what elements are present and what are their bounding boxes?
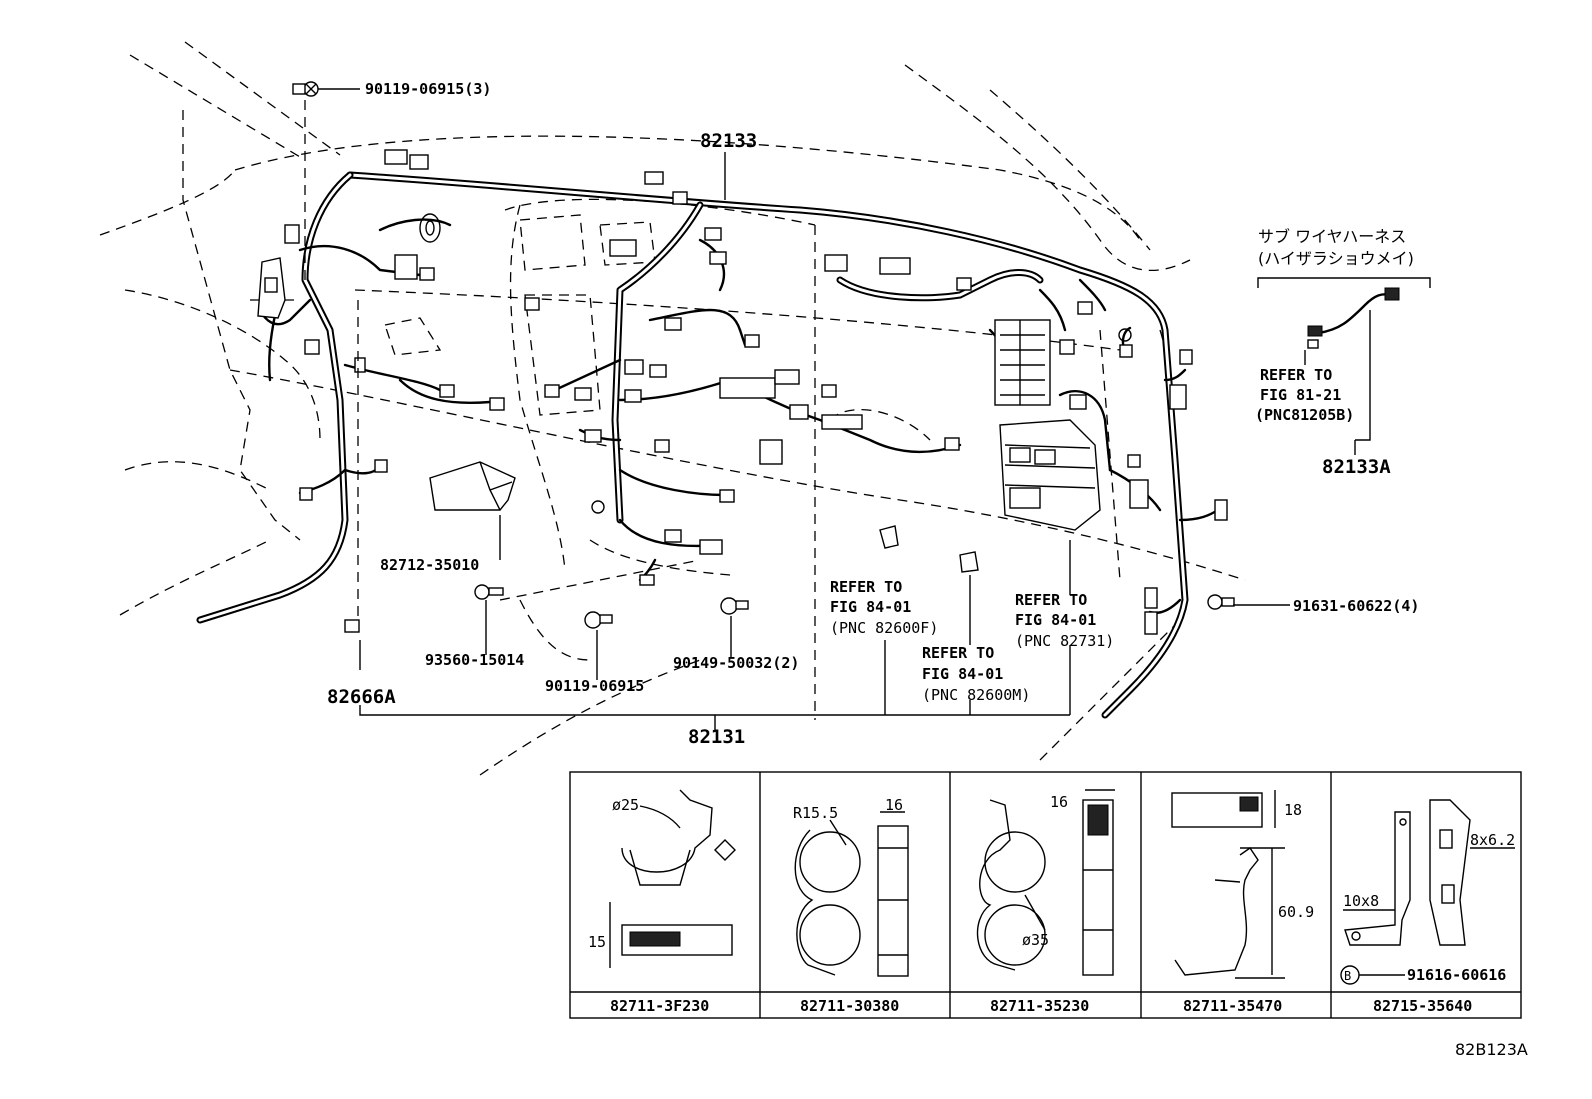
callout-bolt-right: 91631-60622(4)	[1293, 597, 1419, 615]
svg-text:10x8: 10x8	[1343, 892, 1379, 910]
bolt-icon	[1207, 594, 1235, 610]
figure-code: 82B123A	[1455, 1040, 1528, 1059]
clamp-part-5: 82715-35640	[1373, 997, 1472, 1015]
clamp-cell-1: ø25 15 82711-3F230	[588, 789, 736, 1015]
protector-cover	[429, 461, 516, 511]
svg-text:(PNC 82731): (PNC 82731)	[1015, 632, 1114, 650]
svg-text:16: 16	[1050, 793, 1068, 811]
svg-text:60.9: 60.9	[1278, 903, 1314, 921]
sub-harness-part: 82133A	[1322, 456, 1391, 478]
clamp-cell-5: 8x6.2 10x8 B 91616-60616 82715-35640	[1340, 799, 1515, 1015]
clip-icon	[591, 328, 1132, 573]
svg-text:16: 16	[885, 796, 903, 814]
clamp-part-4: 82711-35470	[1183, 997, 1282, 1015]
fasteners	[292, 81, 1235, 629]
harness-bottom-label: 82131	[688, 726, 745, 748]
svg-text:ø25: ø25	[612, 796, 639, 814]
part-labels: 90119-06915(3) 82133 82712-35010 93560-1…	[327, 80, 1419, 748]
callout-bolt-b: 90119-06915	[545, 677, 644, 695]
svg-text:(PNC 82600F): (PNC 82600F)	[830, 619, 938, 637]
clamp-cell-4: 18 60.9 82711-35470	[1171, 790, 1314, 1015]
svg-text:FIG 84-01: FIG 84-01	[830, 598, 911, 616]
svg-text:ø35: ø35	[1022, 931, 1049, 949]
harness-top-label: 82133	[700, 130, 757, 152]
svg-text:B: B	[1344, 969, 1351, 983]
grommet-icon	[419, 213, 441, 243]
svg-text:(ハイザラショウメイ): (ハイザラショウメイ)	[1258, 249, 1414, 268]
svg-text:REFER TO: REFER TO	[922, 644, 994, 662]
clamp-cell-2: R15.5 16 82711-30380	[793, 796, 909, 1015]
connectors	[284, 149, 1228, 635]
bolt-icon	[474, 584, 504, 600]
svg-text:(PNC 82600M): (PNC 82600M)	[922, 686, 1030, 704]
svg-text:R15.5: R15.5	[793, 804, 838, 822]
clamp-part-1: 82711-3F230	[610, 997, 709, 1015]
callout-bolt-a: 93560-15014	[425, 651, 524, 669]
refer-note-82600f: REFER TO FIG 84-01 (PNC 82600F)	[830, 578, 938, 637]
leader-lines	[304, 88, 1431, 730]
svg-text:REFER TO: REFER TO	[1015, 591, 1087, 609]
body-outline	[99, 41, 1246, 776]
bolt-icon	[292, 81, 319, 97]
svg-text:91616-60616: 91616-60616	[1407, 966, 1506, 984]
sub-harness-labels: サブ ワイヤハーネス (ハイザラショウメイ) REFER TO FIG 81-2…	[1255, 227, 1414, 478]
svg-text:FIG 84-01: FIG 84-01	[922, 665, 1003, 683]
svg-text:REFER TO: REFER TO	[830, 578, 902, 596]
callout-bolt-top: 90119-06915(3)	[365, 80, 491, 98]
bolt-icon	[584, 611, 613, 629]
refer-note-82600m: REFER TO FIG 84-01 (PNC 82600M)	[922, 644, 1030, 704]
refer-note-82731: REFER TO FIG 84-01 (PNC 82731)	[1015, 591, 1114, 650]
harness-left-label: 82666A	[327, 686, 396, 708]
svg-text:REFER TO: REFER TO	[1260, 366, 1332, 384]
svg-text:18: 18	[1284, 801, 1302, 819]
clamp-part-2: 82711-30380	[800, 997, 899, 1015]
callout-protector: 82712-35010	[380, 556, 479, 574]
junction-block	[994, 319, 1101, 531]
svg-text:サブ ワイヤハーネス: サブ ワイヤハーネス	[1258, 227, 1406, 246]
svg-text:15: 15	[588, 933, 606, 951]
svg-text:8x6.2: 8x6.2	[1470, 831, 1515, 849]
callout-bolt-c: 90149-50032(2)	[673, 654, 799, 672]
clamp-cell-3: 16 ø35 82711-35230	[976, 789, 1115, 1015]
svg-text:FIG 84-01: FIG 84-01	[1015, 611, 1096, 629]
svg-text:(PNC81205B): (PNC81205B)	[1255, 406, 1354, 424]
bolt-icon	[720, 597, 749, 615]
sub-harness	[1307, 287, 1400, 349]
left-bracket	[257, 257, 286, 319]
svg-text:FIG 81-21: FIG 81-21	[1260, 386, 1341, 404]
main-harness	[196, 171, 1189, 719]
clamp-table: ø25 15 82711-3F230 R15.5 16 82711-30380	[569, 771, 1522, 1019]
clamp-part-3: 82711-35230	[990, 997, 1089, 1015]
